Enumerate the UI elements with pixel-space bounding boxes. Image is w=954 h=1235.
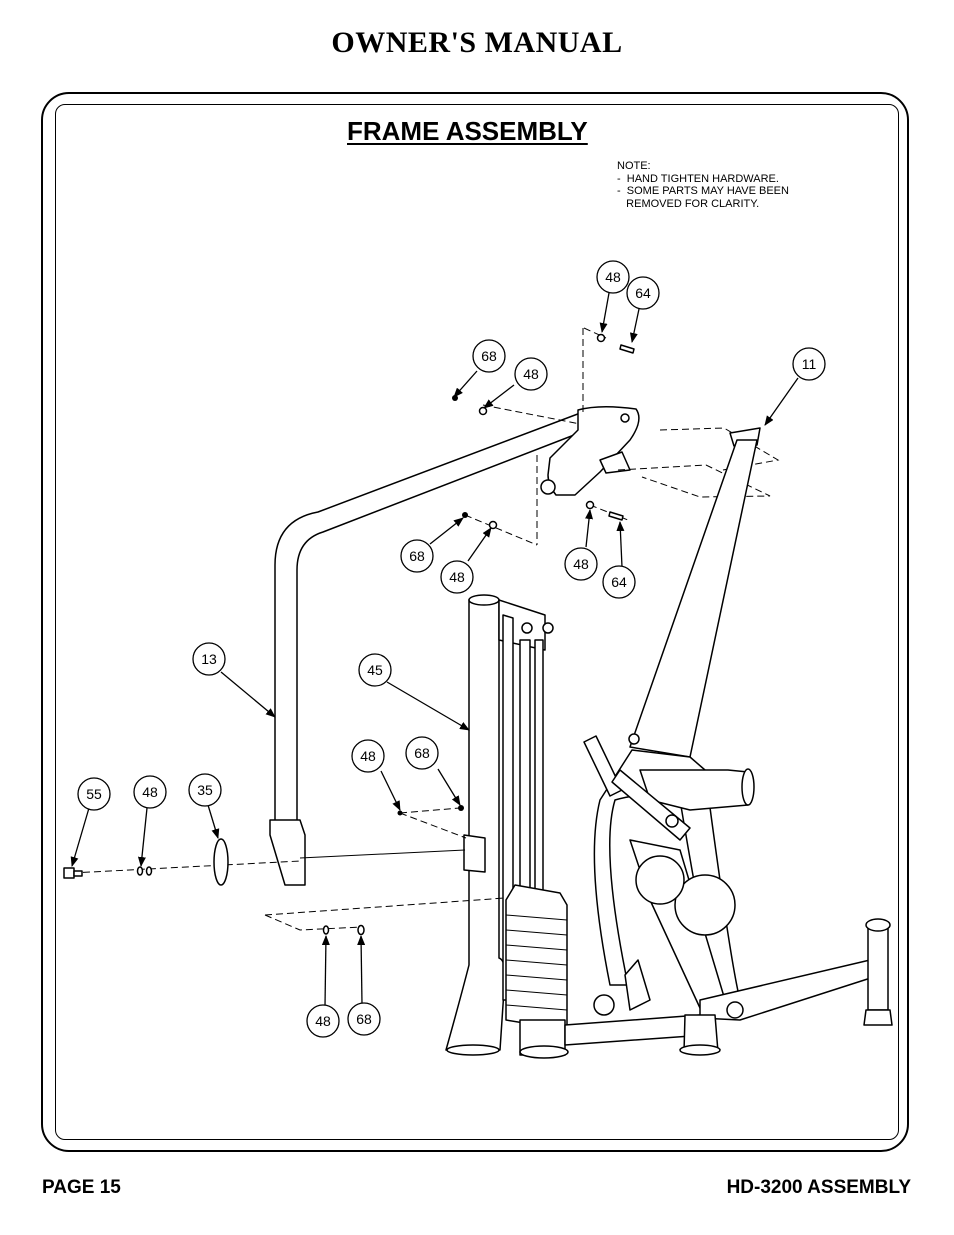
callout-48-mid: 48 xyxy=(440,560,474,594)
svg-text:48: 48 xyxy=(523,366,539,382)
callout-48-upper: 48 xyxy=(514,357,548,391)
svg-text:68: 68 xyxy=(409,548,425,564)
page-frame-outer xyxy=(41,92,909,1152)
callout-48-top: 48 xyxy=(596,260,630,294)
axle-assembly xyxy=(63,333,635,936)
svg-text:48: 48 xyxy=(449,569,465,585)
svg-text:13: 13 xyxy=(201,651,217,667)
weight-tower-45 xyxy=(445,594,721,1059)
callout-68-lower: 68 xyxy=(405,736,439,770)
callout-64-right: 64 xyxy=(602,565,636,599)
section-title: FRAME ASSEMBLY xyxy=(347,116,588,146)
svg-text:11: 11 xyxy=(802,356,817,372)
rear-frame-11 xyxy=(583,427,893,1026)
svg-text:48: 48 xyxy=(142,784,158,800)
svg-text:55: 55 xyxy=(86,786,102,802)
svg-text:35: 35 xyxy=(197,782,213,798)
callout-11: 11 xyxy=(792,347,826,381)
page-number: PAGE 15 xyxy=(42,1177,121,1198)
callout-68-bottom: 68 xyxy=(347,1002,381,1036)
manual-title: OWNER'S MANUAL xyxy=(331,26,623,59)
callout-48-lower: 48 xyxy=(351,739,385,773)
svg-text:48: 48 xyxy=(315,1013,331,1029)
svg-text:68: 68 xyxy=(356,1011,372,1027)
note-line-parts-removed: - SOME PARTS MAY HAVE BEEN xyxy=(617,185,789,197)
svg-text:64: 64 xyxy=(611,574,627,590)
callout-48-bottom: 48 xyxy=(306,1004,340,1038)
svg-text:45: 45 xyxy=(367,662,383,678)
arm-assembly-13 xyxy=(269,406,640,886)
leader-lines xyxy=(70,292,799,1007)
note-line-hand-tighten: - HAND TIGHTEN HARDWARE. xyxy=(617,172,779,185)
callout-48-right: 48 xyxy=(564,547,598,581)
callout-35: 35 xyxy=(188,773,222,807)
callout-68-mid: 68 xyxy=(400,539,434,573)
callout-68-upper: 68 xyxy=(472,339,506,373)
svg-text:68: 68 xyxy=(414,745,430,761)
callout-64-top: 64 xyxy=(626,276,660,310)
svg-text:48: 48 xyxy=(360,748,376,764)
svg-text:64: 64 xyxy=(635,285,651,301)
svg-text:48: 48 xyxy=(573,556,589,572)
page-frame-inner xyxy=(55,104,899,1140)
note-line-parts-removed-cont: REMOVED FOR CLARITY. xyxy=(617,197,760,210)
callout-13: 13 xyxy=(192,642,226,676)
model-assembly-label: HD-3200 ASSEMBLY xyxy=(726,1177,911,1198)
svg-text:68: 68 xyxy=(481,348,497,364)
callout-48-axle: 48 xyxy=(133,775,167,809)
note-line-heading: NOTE: xyxy=(617,160,651,172)
callout-45: 45 xyxy=(358,653,392,687)
callout-55: 55 xyxy=(77,777,111,811)
assembly-note: NOTE: - HAND TIGHTEN HARDWARE. - SOME PA… xyxy=(617,160,789,210)
svg-text:48: 48 xyxy=(605,269,621,285)
